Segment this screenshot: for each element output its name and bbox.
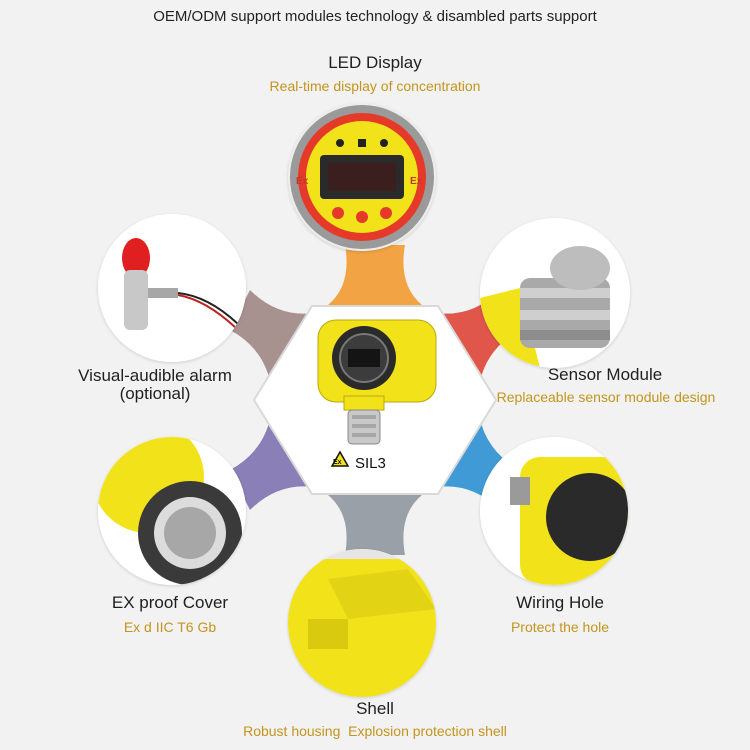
sensor-module-photo: [480, 218, 630, 368]
shell-photo: [288, 549, 436, 697]
led-display-ex-mark-left: Ex: [296, 176, 309, 187]
ex-proof-cover-subtitle: Ex d IIC T6 Gb: [123, 619, 217, 635]
gas-detector-image: [317, 319, 437, 445]
sensor-module-title: Sensor Module: [547, 365, 663, 384]
shell-title: Shell: [356, 699, 394, 718]
connector-top: [328, 245, 422, 305]
visual-alarm-optional: (optional): [119, 384, 191, 403]
led-display-ex-mark-right: Ex: [410, 176, 423, 187]
ex-logo-icon: [330, 450, 350, 467]
wiring-hole-subtitle: Protect the hole: [510, 619, 610, 635]
led-display-subtitle: Real-time display of concentration: [269, 78, 481, 94]
connector-lower-left: [230, 408, 320, 510]
led-display-title: LED Display: [328, 53, 422, 72]
ex-logo-text: Ex: [333, 459, 342, 466]
banner-text: OEM/ODM support modules technology & dis…: [153, 8, 597, 25]
ex-proof-cover-photo: [98, 437, 246, 585]
ex-proof-cover-title: EX proof Cover: [111, 593, 229, 612]
shell-subtitle: Robust housing Explosion protection shel…: [243, 723, 507, 739]
wiring-hole-photo: [480, 437, 628, 585]
wiring-hole-title: Wiring Hole: [516, 593, 604, 612]
connector-bottom: [328, 495, 422, 555]
led-display-photo: [288, 103, 436, 251]
sensor-module-subtitle: Replaceable sensor module design: [496, 389, 716, 405]
connector-upper-left: [230, 290, 320, 392]
sil3-label: SIL3: [355, 455, 386, 472]
visual-alarm-title: Visual-audible alarm: [78, 366, 232, 385]
visual-alarm-photo: [98, 214, 246, 362]
